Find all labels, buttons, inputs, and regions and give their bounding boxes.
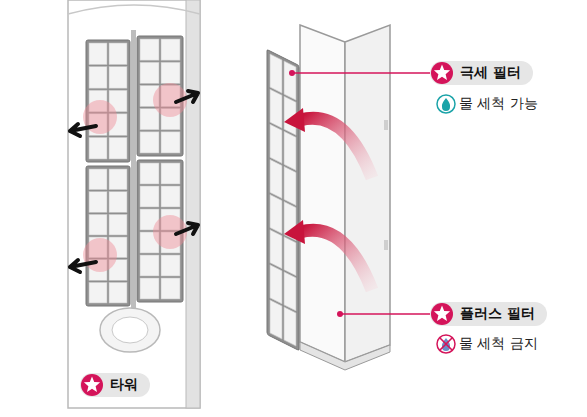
filter-mesh [161, 186, 180, 207]
water-drop [442, 98, 450, 111]
filter-mesh [161, 163, 180, 184]
filter-mesh [161, 278, 180, 299]
tower-knob-inner [112, 317, 148, 343]
pull-arrow [176, 91, 198, 102]
badge-circle [81, 374, 103, 396]
callout-pill: 타워 [80, 373, 150, 397]
plus-filter-lip [300, 342, 390, 370]
filter-mesh [140, 255, 159, 276]
washable-icon [437, 95, 455, 113]
filter-mesh [109, 192, 127, 213]
filter-mesh [270, 159, 282, 198]
filter-mesh [161, 39, 180, 60]
filter-mesh [140, 62, 159, 83]
filter-mesh [89, 137, 107, 159]
callout-text: 타워 [110, 376, 138, 394]
filter-mesh [109, 137, 127, 159]
plus-filter-side [345, 25, 390, 362]
leader-dot [289, 70, 295, 76]
badge-circle [431, 303, 453, 325]
filter-mesh [140, 163, 159, 184]
filter-mesh [284, 237, 296, 276]
filter-mesh [270, 124, 282, 163]
filter-mesh [161, 132, 180, 153]
filter-mesh [140, 278, 159, 299]
leader-dot [337, 311, 343, 317]
leader-line [340, 313, 432, 315]
badge-star [434, 65, 450, 80]
filter-mesh [270, 230, 282, 269]
badge-star [84, 377, 100, 392]
filter-frame [86, 40, 130, 162]
filter-mesh [109, 67, 127, 89]
filter-mesh [89, 169, 107, 190]
wash-note: 물 세척 가능 [459, 95, 538, 113]
filter-mesh [109, 214, 127, 235]
badge-star [434, 306, 450, 321]
tower-top-edge [68, 5, 200, 14]
star-badge [431, 62, 453, 84]
wash-note: 물 세척 금지 [459, 335, 538, 353]
flip-arrowhead [284, 220, 305, 244]
callout-text: 극세 필터 [460, 64, 521, 82]
filter-mesh [284, 61, 296, 100]
leader-line [292, 72, 432, 74]
filter-mesh [270, 300, 282, 339]
pull-arrow [70, 124, 96, 136]
filter-mesh [270, 54, 282, 93]
filter-mesh [89, 282, 107, 303]
filter-mesh [161, 255, 180, 276]
filter-mesh [140, 39, 159, 60]
tray-clip [384, 240, 388, 250]
filter-mesh [284, 272, 296, 311]
filter-mesh [140, 109, 159, 130]
badge-circle [431, 62, 453, 84]
tower-body [68, 0, 200, 408]
filter-mesh [109, 282, 127, 303]
plus-filter-back [300, 25, 345, 362]
filter-mesh [140, 132, 159, 153]
star-badge [81, 374, 103, 396]
filter-mesh [270, 265, 282, 304]
callout-text: 플러스 필터 [460, 305, 535, 323]
filter-mesh [140, 186, 159, 207]
filter-mesh [89, 43, 107, 65]
tower-divider [131, 30, 136, 308]
pull-arrow [176, 223, 198, 234]
filter-mesh [89, 214, 107, 235]
flip-arrowhead [284, 108, 305, 132]
star-badge [431, 303, 453, 325]
filter-mesh [284, 307, 296, 346]
prohibit-cross [440, 338, 452, 350]
filter-frame [86, 166, 130, 306]
flip-arrow [300, 118, 372, 178]
filter-mesh [161, 62, 180, 83]
filter-mesh [284, 131, 296, 170]
filter-mesh [270, 195, 282, 234]
callout-pill: 극세 필터 [430, 61, 533, 85]
callout-pill: 플러스 필터 [430, 302, 547, 326]
filter-frame [267, 50, 299, 351]
filter-mesh [109, 169, 127, 190]
filter-mesh [109, 43, 127, 65]
filter-mesh [284, 166, 296, 205]
tower-knob [100, 308, 160, 352]
tower-side [186, 0, 200, 408]
flip-arrow [300, 230, 372, 290]
pull-arrow [70, 260, 96, 272]
no-wash-icon [437, 335, 455, 353]
filter-mesh [89, 67, 107, 89]
filter-mesh [270, 89, 282, 128]
tray-clip [384, 120, 388, 130]
latch-highlight [83, 238, 117, 272]
filter-mesh [89, 192, 107, 213]
